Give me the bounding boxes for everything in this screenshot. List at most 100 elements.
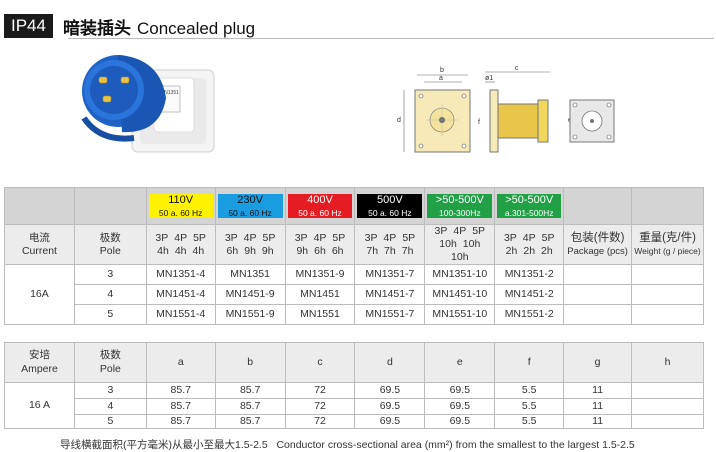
dim-label-c: c — [515, 65, 519, 72]
dimension-drawings: b a d ø1 c f e — [397, 65, 615, 153]
table-row: 16 A 3 85.7 85.7 72 69.5 69.5 5.5 11 — [4, 381, 704, 430]
dim-label-shaft: ø1 — [485, 75, 493, 82]
dim-value: 5.5 — [494, 398, 565, 415]
ampere-value: 16 A — [4, 381, 75, 430]
product-code: MN1351-4 — [145, 264, 216, 286]
pole-value: 3 — [73, 382, 147, 399]
dim-label-b: b — [440, 67, 444, 74]
blank-cell — [4, 187, 75, 225]
product-code: MN1351-10 — [424, 264, 496, 286]
dim-value — [631, 413, 704, 430]
product-code: MN1351-2 — [494, 264, 565, 286]
dim-value: 69.5 — [424, 398, 496, 415]
col-f: f — [494, 342, 565, 383]
dim-value: 85.7 — [145, 413, 216, 430]
dim-value: 85.7 — [214, 382, 286, 399]
dim-value: 72 — [284, 413, 356, 430]
pole-value: 4 — [73, 284, 147, 306]
table-row: 4 MN1451-4 MN1451-9 MN1451 MN1451-7 MN14… — [5, 284, 704, 306]
col-h: h — [631, 342, 704, 383]
current-value: 16A — [4, 264, 75, 326]
footnote-en: Conductor cross-sectional area (mm²) fro… — [276, 439, 635, 451]
dim-value — [631, 382, 704, 399]
dim-value: 5.5 — [494, 413, 565, 430]
blank-cell — [73, 187, 147, 225]
table-row: 4 85.7 85.7 72 69.5 69.5 5.5 11 — [5, 398, 704, 415]
col-a: a — [145, 342, 216, 383]
dim-value: 85.7 — [145, 382, 216, 399]
plug-product-image: MN1351 — [81, 55, 215, 153]
svg-text:MN1351: MN1351 — [160, 90, 179, 96]
dim-value: 85.7 — [214, 413, 286, 430]
dim-value: 11 — [563, 398, 633, 415]
dim-label-f: f — [478, 119, 480, 126]
product-code: MN1351-7 — [354, 264, 426, 286]
dim-value: 85.7 — [214, 398, 286, 415]
product-code: MN1451-10 — [424, 284, 496, 306]
weight-value — [631, 304, 704, 326]
blank-cell — [631, 187, 704, 225]
package-header: 包装(件数)Package (pcs) — [563, 223, 633, 266]
col-g: g — [563, 342, 633, 383]
table-row: 16A 3 MN1351-4 MN1351 MN1351-9 MN1351-7 … — [4, 264, 704, 326]
dim-label-a: a — [439, 75, 443, 82]
pole-value: 5 — [73, 413, 147, 430]
dim-value — [631, 398, 704, 415]
footnote: 导线横截面积(平方毫米)从最小至最大1.5-2.5 Conductor cros… — [60, 437, 635, 452]
col-b: b — [214, 342, 286, 383]
product-code: MN1451-4 — [145, 284, 216, 306]
dim-value: 85.7 — [145, 398, 216, 415]
table-row: 5 85.7 85.7 72 69.5 69.5 5.5 11 — [5, 413, 704, 430]
title-cn: 暗装插头 — [62, 18, 131, 38]
product-code: MN1451-2 — [494, 284, 565, 306]
footnote-cn: 导线横截面积(平方毫米)从最小至最大1.5-2.5 — [60, 439, 268, 451]
product-code: MN1551-9 — [214, 304, 286, 326]
product-code: MN1451-9 — [214, 284, 286, 306]
header-rule — [68, 38, 714, 39]
table-row: 5 MN1551-4 MN1551-9 MN1551 MN1551-7 MN15… — [5, 304, 704, 326]
dim-value: 69.5 — [354, 398, 426, 415]
pole-value: 4 — [73, 398, 147, 415]
ip-rating-tag: IP44 — [4, 14, 53, 38]
dim-value: 11 — [563, 413, 633, 430]
product-code: MN1351-9 — [284, 264, 356, 286]
dim-value: 5.5 — [494, 382, 565, 399]
weight-value — [631, 264, 704, 286]
col-c: c — [284, 342, 356, 383]
dim-value: 69.5 — [424, 382, 496, 399]
dim-label-d: d — [397, 117, 401, 124]
product-code: MN1551-4 — [145, 304, 216, 326]
product-code: MN1551-2 — [494, 304, 565, 326]
package-value — [563, 284, 633, 306]
col-e: e — [424, 342, 496, 383]
product-code: MN1551 — [284, 304, 356, 326]
product-code: MN1351 — [214, 264, 286, 286]
product-code: MN1551-10 — [424, 304, 496, 326]
package-value — [563, 264, 633, 286]
pole-value: 5 — [73, 304, 147, 326]
col-d: d — [354, 342, 426, 383]
dim-value: 69.5 — [354, 413, 426, 430]
product-code: MN1451-7 — [354, 284, 426, 306]
package-value — [563, 304, 633, 326]
